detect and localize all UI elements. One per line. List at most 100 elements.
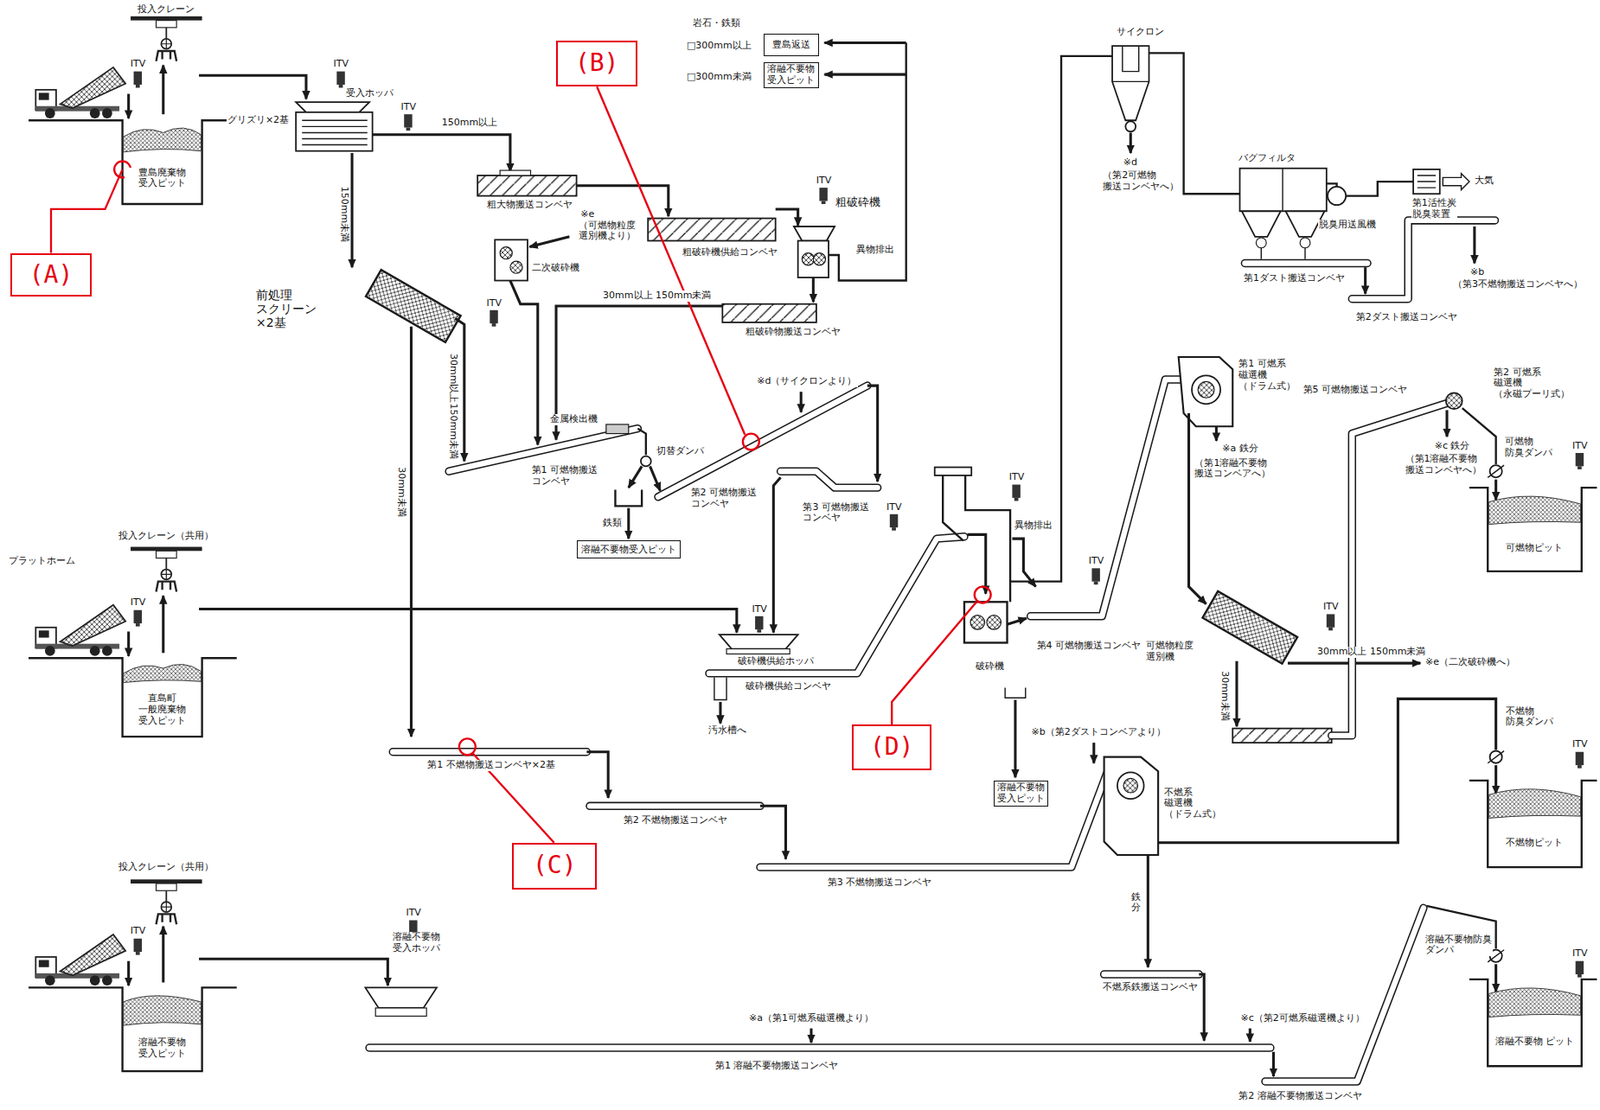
combustible-separation-part — [1197, 381, 1215, 398]
pretreatment-line-part — [647, 218, 775, 242]
callout-box: (B) — [556, 40, 638, 87]
combustible-separation-part — [1232, 729, 1332, 744]
node-text: (A) — [29, 262, 74, 289]
node-text: 豊島返送 — [772, 39, 811, 52]
equipment-label: （第2可燃物 搬送コンベヤへ） — [1101, 170, 1180, 192]
dust-collection-part — [1363, 267, 1367, 295]
crushing-line-part — [966, 534, 986, 594]
receiving-area-part — [28, 987, 237, 1072]
equipment-label: サイクロン — [1115, 26, 1165, 39]
crushing-line-part — [1004, 687, 1026, 698]
camera-label: ITV — [332, 58, 351, 71]
dust-collection-part — [1112, 45, 1149, 121]
equipment-label: ※a 鉄分 — [1221, 443, 1259, 455]
equipment-label: 前処理 スクリーン×2基 — [255, 288, 318, 330]
camera-label: ITV — [750, 604, 768, 616]
cameras — [134, 71, 1585, 979]
cameras-part — [819, 187, 827, 205]
equipment-label: 溶融不要物 受入ホッパ — [391, 932, 442, 954]
receiving-area-part — [35, 605, 126, 657]
cameras-part — [889, 514, 898, 532]
melt-unsuitable-line-part — [375, 1008, 427, 1017]
dust-collection-part — [1125, 121, 1136, 132]
equipment-label: 投入クレーン（共用） — [117, 862, 215, 874]
destination-box: 溶融不要物 受入ピット — [993, 780, 1049, 808]
node-text: 直島町 一般廃棄物 受入ピット — [124, 693, 201, 727]
crushing-line-part — [1030, 379, 1184, 617]
dust-collection-part — [1281, 168, 1283, 212]
equipment-label: 切替ダンパ — [655, 446, 705, 458]
equipment-label: 可燃物粒度 選別機 — [1145, 640, 1195, 663]
cameras-part — [1575, 961, 1584, 979]
pit-area: 豊島廃棄物 受入ピット — [122, 154, 203, 202]
pretreatment-line-part — [499, 247, 512, 260]
combustible-separation-part — [1189, 413, 1207, 605]
noncombustible-line-part — [760, 767, 1110, 868]
destination-box: 豊島返送 — [763, 33, 820, 57]
pretreatment-line-part — [824, 41, 906, 45]
camera-label: ITV — [885, 502, 903, 514]
equipment-label: 第1 可燃物搬送 コンベヤ — [531, 465, 605, 487]
noncombustible-line-part — [1146, 855, 1150, 968]
crushing-line-part — [1013, 700, 1017, 779]
pretreatment-line-part — [295, 102, 370, 113]
dust-collection-part — [1241, 211, 1281, 237]
camera-label: ITV — [1008, 472, 1026, 484]
camera-label: ITV — [815, 175, 833, 187]
camera-label: ITV — [1571, 441, 1589, 453]
callout-markers — [114, 86, 991, 843]
combustible-separation-part — [1235, 661, 1238, 728]
node-text: 可燃物ピット — [1505, 543, 1563, 555]
receiving-area-part — [28, 658, 237, 737]
pretreatment-line-part — [775, 209, 799, 226]
cameras-part — [1011, 485, 1020, 502]
equipment-label: 不燃系鉄搬送コンベヤ — [1101, 982, 1199, 994]
melt-unsuitable-line-part — [1265, 908, 1424, 1082]
crushing-line-part — [1010, 56, 1113, 583]
equipment-label: □300mm未満 — [685, 71, 753, 84]
pit-area: 溶融不要物 受入ピット — [122, 1028, 203, 1069]
dust-collection-part — [1417, 175, 1436, 188]
melt-unsuitable-line-part — [809, 1029, 813, 1044]
crushing-line-part — [726, 649, 790, 655]
equipment-label: 不燃系 磁選機 （ドラム式） — [1163, 787, 1223, 821]
callout-markers-part — [891, 601, 977, 725]
combustible-separation-part — [1494, 480, 1498, 501]
receiving-area-part — [123, 996, 202, 1026]
melt-unsuitable-line-part — [1469, 979, 1597, 1067]
noncombustible-line — [392, 698, 1597, 1041]
pretreatment-line-part — [295, 112, 372, 152]
equipment-label: 汚水槽へ — [707, 725, 748, 737]
node-text: 溶融不要物 受入ピット — [124, 1037, 201, 1060]
pretreatment-line-part — [198, 75, 307, 99]
equipment-label: 第3 不燃物搬送コンベヤ — [826, 877, 934, 890]
equipment-label: 第2 不燃物搬送コンベヤ — [622, 815, 730, 827]
combustible-separation-part — [1487, 465, 1504, 478]
receiving-area-part — [127, 632, 130, 657]
crushing-line-part — [714, 678, 727, 701]
equipment-label: 粗破砕物搬送コンベヤ — [744, 326, 842, 339]
receiving-area-part — [127, 961, 130, 986]
receiving-area-part — [35, 934, 126, 986]
equipment-label: バグフィルタ — [1237, 153, 1297, 165]
equipment-label: 鉄分 — [1130, 892, 1142, 914]
pretreatment-line-part — [499, 170, 531, 176]
equipment-label: 第2ダスト搬送コンベヤ — [1355, 312, 1459, 324]
node-text: 溶融不要物受入ピット — [581, 544, 677, 557]
equipment-label: 第2 可燃系 磁選機 （永磁プーリ式） — [1492, 367, 1571, 401]
camera-label: ITV — [1322, 601, 1340, 614]
pretreatment-line-part — [637, 428, 646, 456]
equipment-label: 破砕機供給ホッパ — [736, 656, 815, 668]
crushing-line-part — [198, 609, 737, 634]
equipment-label: 第1 不燃物搬送コンベヤ×2基 — [426, 760, 557, 772]
pit-area: 溶融不要物 ピット — [1487, 1020, 1582, 1066]
receiving-area-part — [123, 128, 202, 153]
node-text: 溶融不要物 受入ピット — [997, 782, 1045, 805]
dust-collection-part — [1129, 132, 1133, 154]
pretreatment-line-part — [606, 424, 629, 435]
melt-unsuitable-line-part — [198, 959, 388, 986]
equipment-label: ※c 鉄分 — [1433, 441, 1472, 453]
pretreatment-line-part — [372, 134, 511, 172]
camera-label: ITV — [486, 298, 504, 310]
